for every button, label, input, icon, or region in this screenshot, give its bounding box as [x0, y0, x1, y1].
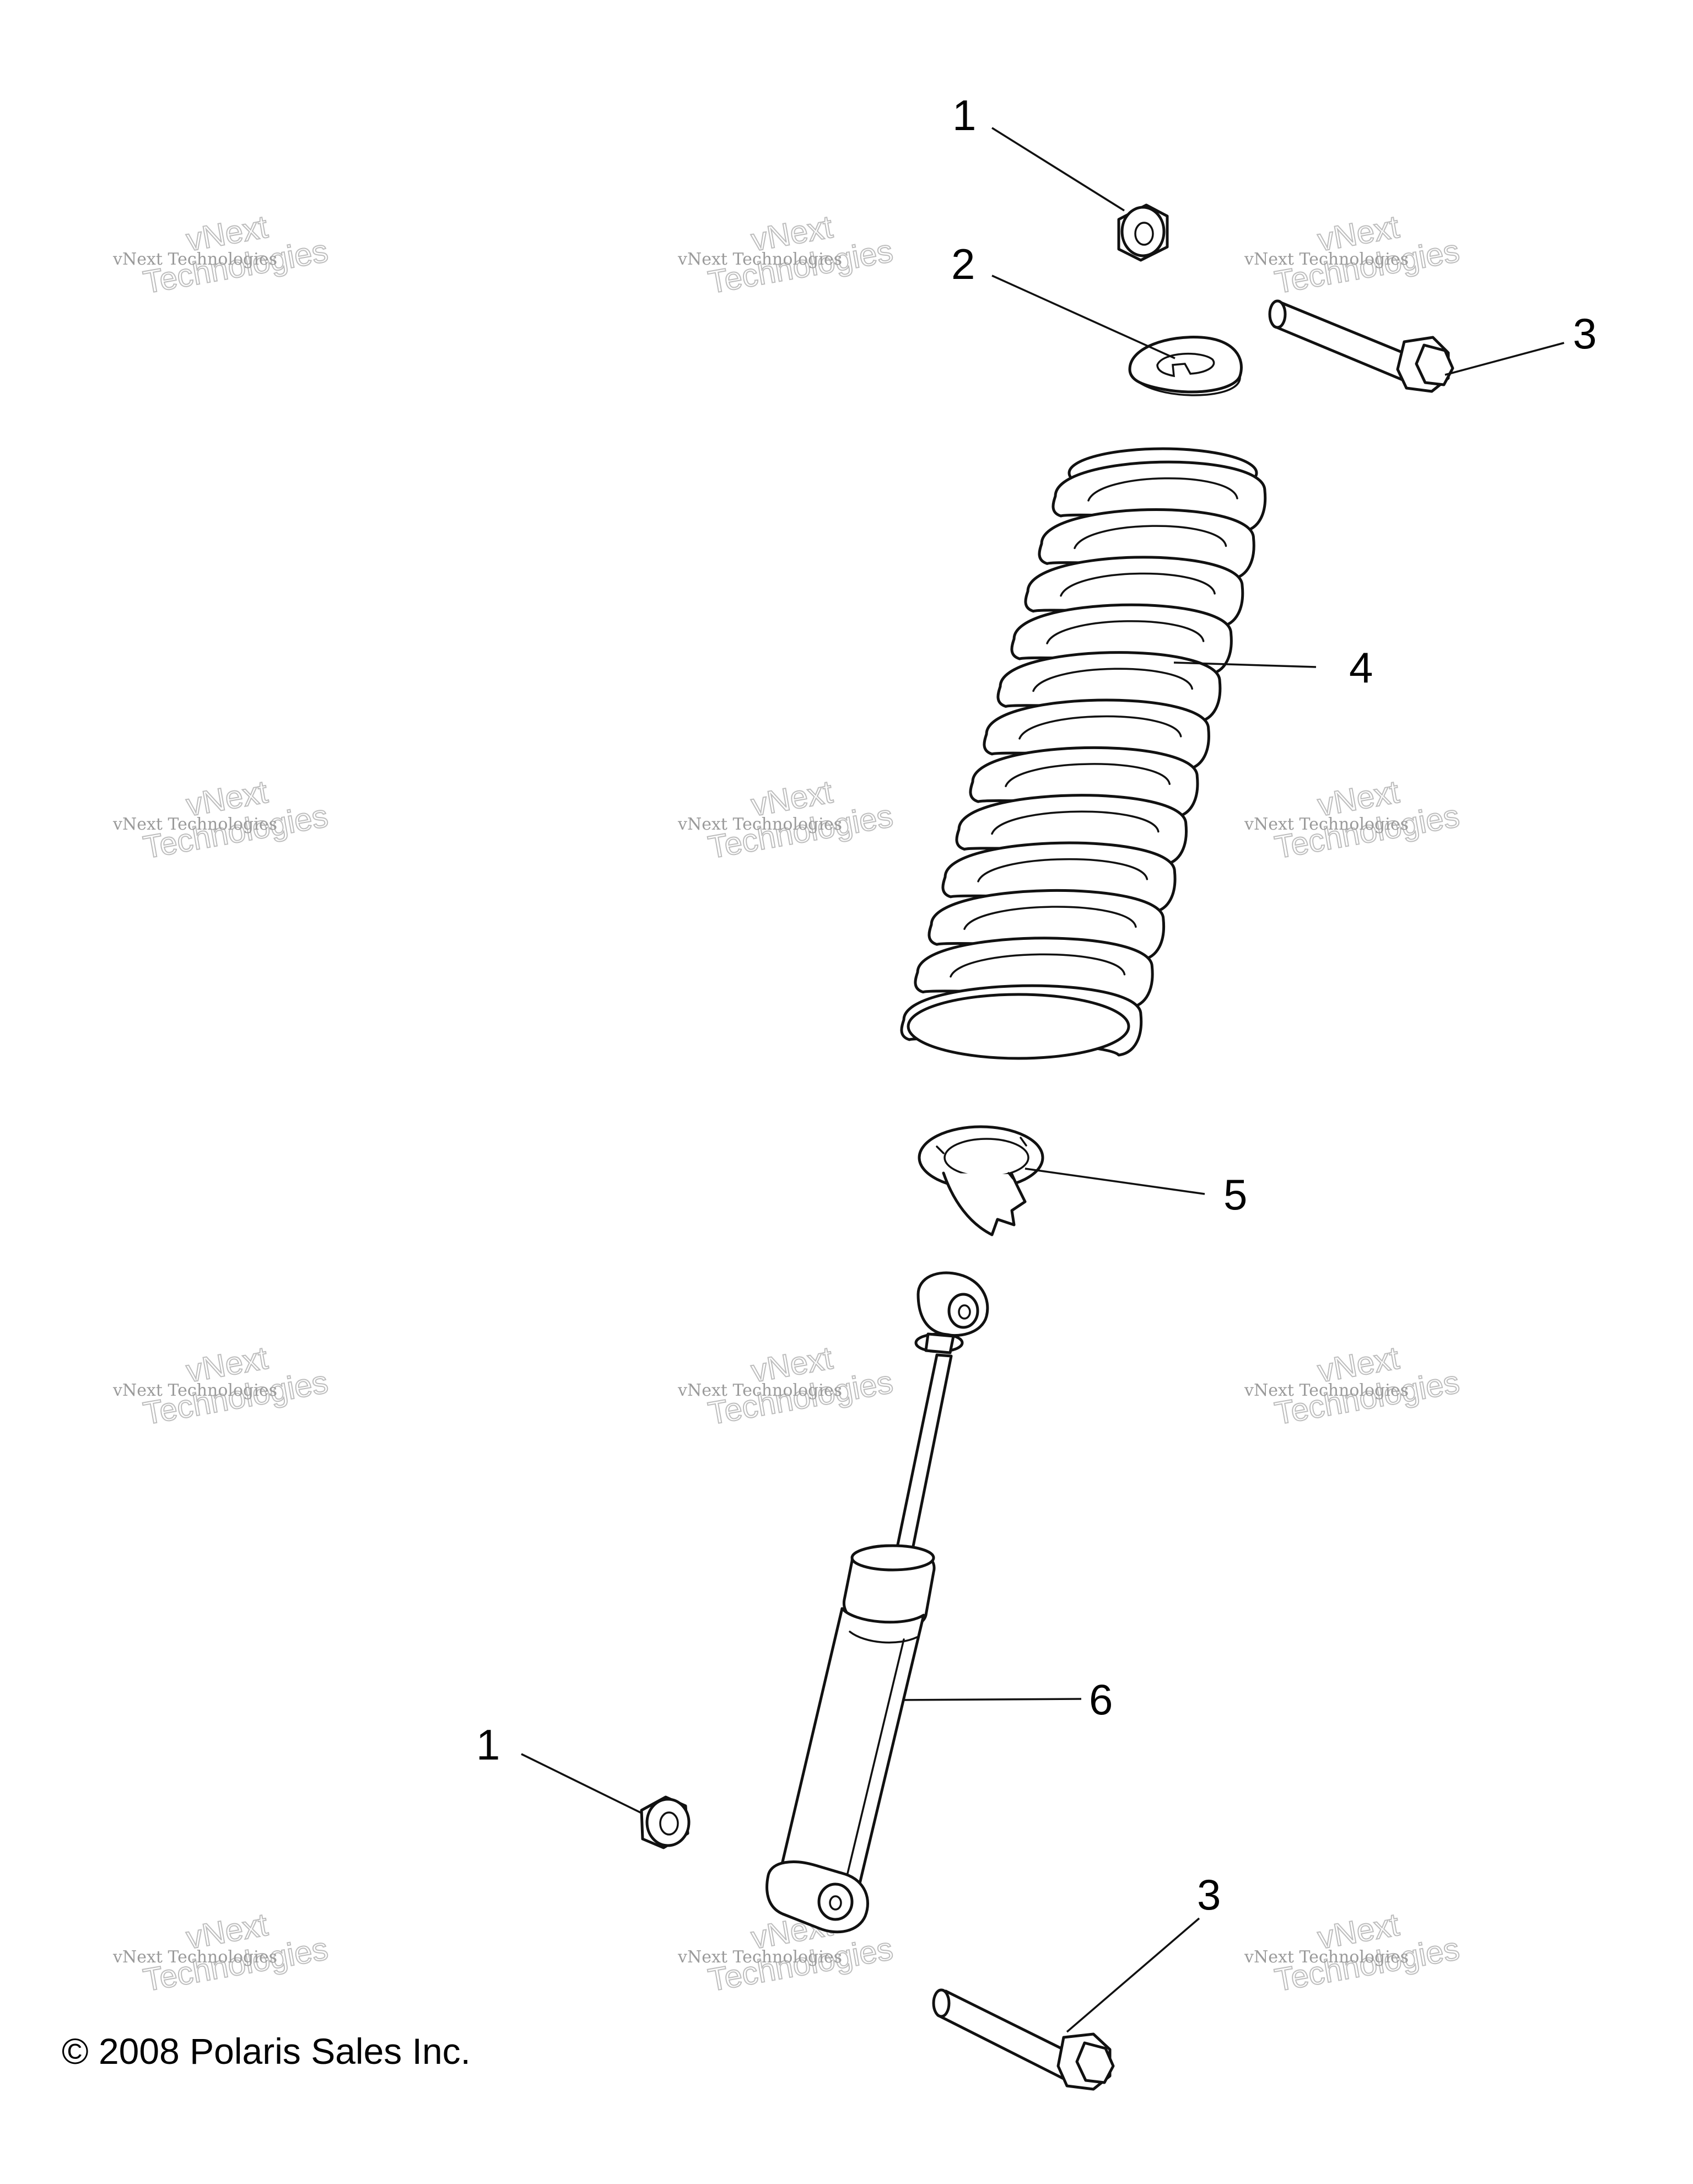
spring-coil-inner — [1005, 763, 1171, 787]
watermark-small: vNext Technologies — [1244, 815, 1409, 834]
watermark-small: vNext Technologies — [677, 1948, 842, 1967]
spring-coil-inner — [950, 953, 1126, 978]
bolt-bottom — [932, 1988, 1115, 2091]
watermark-small: vNext Technologies — [112, 250, 277, 269]
spring-coil-inner — [1046, 620, 1205, 644]
callout-1-bottom: 1 — [476, 1720, 500, 1769]
spring-coil-inner — [1074, 525, 1227, 550]
spring-coil-inner — [977, 858, 1149, 883]
callout-2: 2 — [951, 240, 975, 288]
flange-nut-bottom — [640, 1795, 691, 1849]
watermark-small: vNext Technologies — [1244, 1948, 1409, 1967]
callout-1-top: 1 — [952, 91, 976, 139]
watermark-small: vNext Technologies — [677, 1381, 842, 1400]
watermark-small: vNext Technologies — [1244, 1381, 1409, 1400]
bolt-top — [1268, 299, 1454, 393]
spring-seat — [918, 1125, 1044, 1236]
callout-4: 4 — [1349, 643, 1373, 692]
spring-bottom-end — [907, 993, 1130, 1060]
watermark-small: vNext Technologies — [677, 815, 842, 834]
coil-spring — [900, 447, 1267, 1060]
watermark-small: vNext Technologies — [112, 815, 277, 834]
watermark-small: vNext Technologies — [1244, 250, 1409, 269]
watermark-small: vNext Technologies — [112, 1948, 277, 1967]
watermark-small: vNext Technologies — [112, 1381, 277, 1400]
spring-coil-inner — [1032, 668, 1193, 692]
spring-coil-inner — [1060, 572, 1216, 597]
callout-6: 6 — [1089, 1675, 1113, 1724]
leader-lines — [521, 127, 1565, 2033]
spring-coil-inner — [991, 810, 1160, 835]
callout-3-top: 3 — [1573, 309, 1597, 358]
watermark-small: vNext Technologies — [677, 250, 842, 269]
shock-absorber — [765, 1271, 989, 1934]
copyright-text: © 2008 Polaris Sales Inc. — [62, 2031, 471, 2072]
spring-coil-inner — [963, 906, 1137, 930]
spring-coil-inner — [1018, 715, 1182, 740]
spring-coil-inner — [1087, 477, 1238, 502]
callout-5: 5 — [1223, 1170, 1247, 1219]
callout-labels: 1 2 3 4 5 6 1 3 — [476, 91, 1597, 1919]
callout-3-bottom: 3 — [1197, 1870, 1221, 1919]
flange-nut-top — [1117, 203, 1169, 262]
